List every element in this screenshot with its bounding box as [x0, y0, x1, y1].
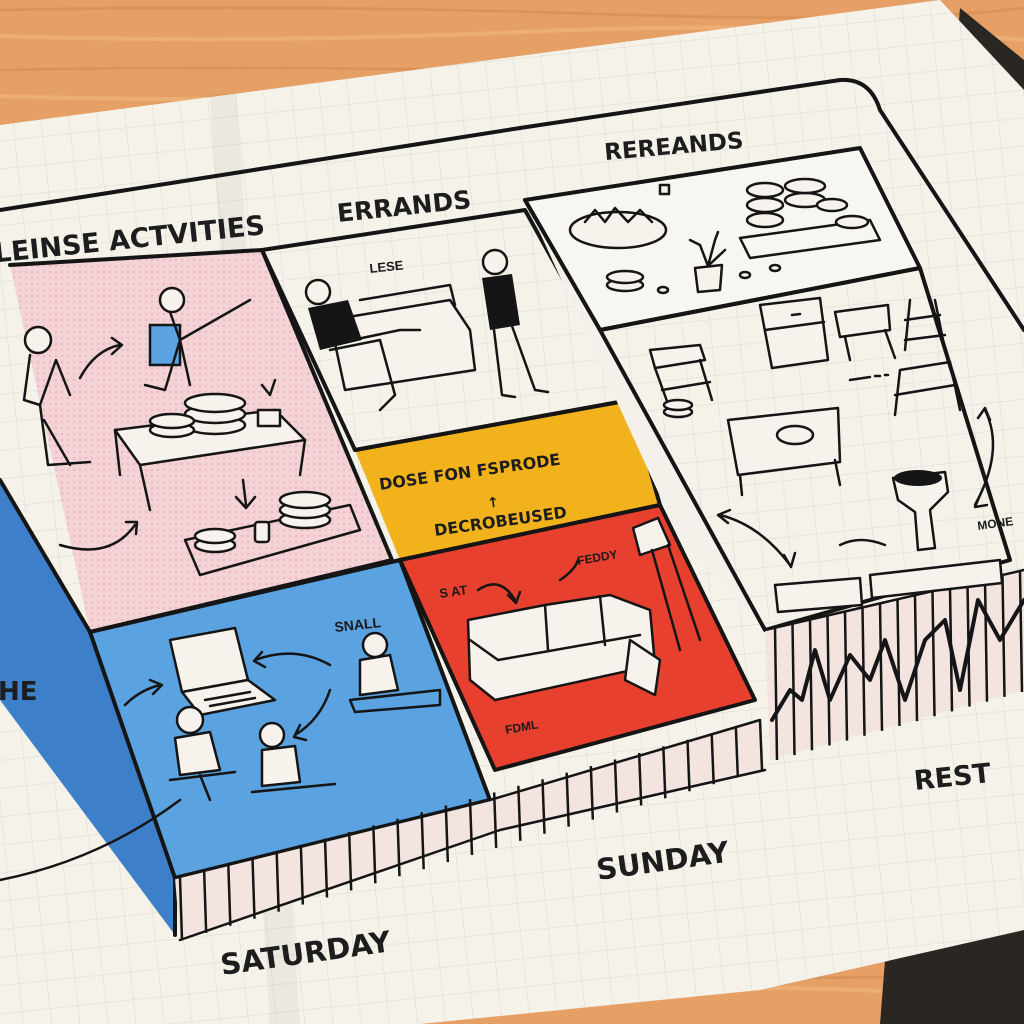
- strip-tick: [202, 871, 208, 933]
- mone-label: MONE: [976, 514, 1014, 533]
- person-on-sofa-icon: [304, 278, 477, 412]
- strip-tick: [983, 579, 989, 702]
- strip-tick: [843, 611, 849, 741]
- blue-zone-side: [0, 480, 175, 935]
- strip-tick: [251, 858, 256, 919]
- strip-tick: [347, 831, 353, 891]
- arrow-icon: [973, 406, 995, 509]
- strip-tick: [637, 752, 643, 806]
- person-sitting-icon: [168, 705, 237, 802]
- dose-label-arrow: ↑: [486, 494, 500, 511]
- strip-tick: [420, 812, 425, 870]
- plates-icon: [662, 398, 694, 419]
- strip-tick: [662, 746, 667, 799]
- fdml-label: FDML: [504, 717, 539, 737]
- desk-icon: [726, 406, 842, 497]
- person-icon: [22, 325, 92, 467]
- arrow-icon: [78, 336, 124, 380]
- arrow-icon: [123, 678, 164, 707]
- small-label: SNALL: [334, 614, 383, 635]
- strip-tick: [758, 719, 764, 771]
- strip-tick: [896, 599, 901, 727]
- rest-wave-line: [770, 598, 1024, 722]
- strip-tick: [468, 798, 474, 856]
- arrow-icon: [476, 583, 522, 605]
- table-icon: [833, 303, 897, 362]
- strip-tick: [323, 838, 329, 898]
- plates-icon: [605, 183, 782, 295]
- strip-tick: [1018, 571, 1024, 693]
- strip-tick: [913, 595, 919, 722]
- feddy-label: FEDDY: [576, 547, 618, 568]
- arrow-icon: [716, 508, 797, 569]
- strip-tick: [808, 619, 814, 751]
- person-icon: [481, 248, 550, 399]
- strip-tick: [589, 766, 595, 820]
- person-sitting-icon: [348, 631, 442, 714]
- rest-strip-ticks: [773, 571, 1024, 761]
- lese-label: LESE: [369, 257, 405, 276]
- strip-tick: [517, 785, 522, 841]
- strip-ticks: [178, 719, 764, 941]
- strip-tick: [178, 877, 184, 941]
- strip-tick: [878, 603, 884, 731]
- plates-icon: [148, 392, 282, 439]
- cabinet-icon: [758, 296, 830, 370]
- strip-tick: [372, 825, 377, 884]
- plant-icon: [688, 230, 727, 294]
- strip-tick: [931, 591, 936, 717]
- strip-tick: [734, 726, 740, 778]
- strip-tick: [791, 623, 796, 756]
- strip-tick: [227, 864, 232, 926]
- plan-outline: [0, 77, 1024, 332]
- arrow-icon: [558, 558, 580, 582]
- person-sitting-icon: [250, 721, 337, 794]
- chair-icon: [893, 298, 962, 417]
- arrow-icon: [252, 650, 332, 669]
- strip-tick: [826, 615, 831, 746]
- strip-tick: [710, 733, 715, 785]
- mug-icon: [891, 470, 950, 552]
- strip-tick: [565, 772, 570, 827]
- sofa-icon: [466, 593, 662, 702]
- lamp-icon: [631, 516, 702, 652]
- edge-he-label: HE: [0, 677, 38, 707]
- strip-tick: [275, 851, 280, 912]
- person-reading-icon: [143, 286, 252, 392]
- strip-tick: [773, 627, 779, 761]
- sat-label: S AT: [438, 582, 468, 601]
- arrow-icon: [234, 478, 257, 510]
- strip-tick: [299, 845, 305, 905]
- strip-tick: [444, 805, 450, 863]
- arrow-icon: [292, 688, 332, 742]
- strip-tick: [541, 779, 546, 834]
- arrow-icon: [848, 373, 890, 382]
- strip-tick: [396, 818, 401, 877]
- laptop-icon: [168, 626, 277, 717]
- books-icon: [773, 538, 1004, 614]
- strip-tick: [613, 759, 619, 813]
- plates-icon: [738, 177, 882, 260]
- bowl-icon: [568, 206, 668, 250]
- strip-tick: [686, 739, 691, 792]
- arrow-icon: [260, 378, 277, 397]
- strip-tick: [492, 792, 498, 848]
- arrow-icon: [58, 520, 139, 551]
- plates-icon: [183, 490, 362, 577]
